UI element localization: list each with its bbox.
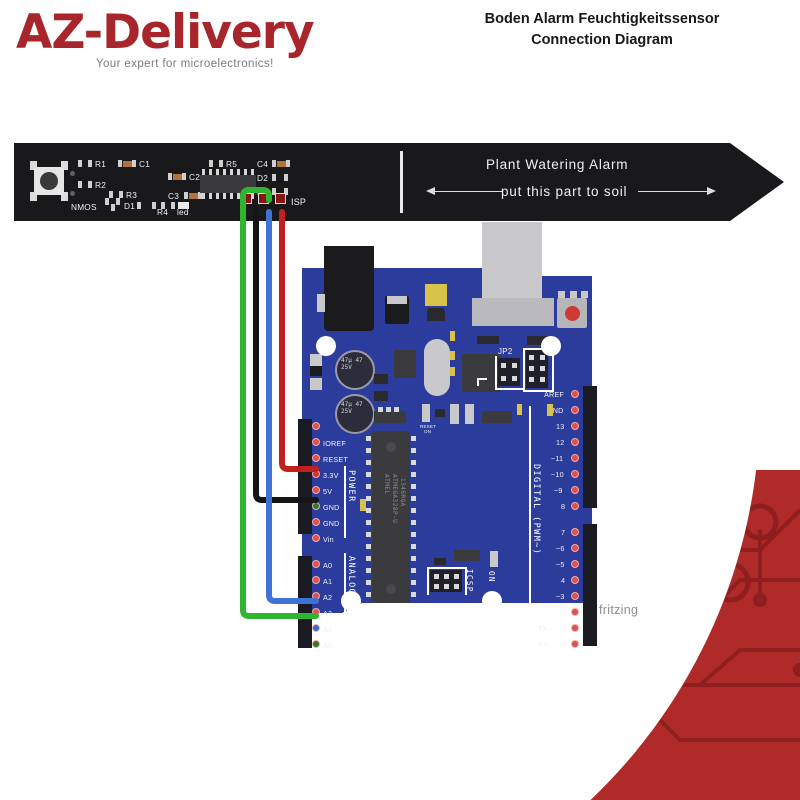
- pin-label-0: 0: [561, 640, 566, 649]
- logo-wordmark: AZ-Delivery: [16, 5, 315, 60]
- usb-interface-chip: [462, 354, 500, 392]
- silk-rx: RX←: [538, 640, 556, 649]
- sensor-label-d2: D2: [257, 173, 269, 183]
- sensor-probe-tip: [730, 143, 784, 221]
- page-title: Boden Alarm Feuchtigkeitssensor Connecti…: [420, 9, 784, 51]
- silk-tx: TX→: [538, 624, 555, 633]
- sensor-label-d1: D1: [124, 201, 136, 211]
- pin-label-10: ~10: [551, 470, 564, 479]
- pin-label-5: ~5: [556, 560, 565, 569]
- pin-label-3v3: 3.3V: [323, 471, 339, 480]
- power-header[interactable]: [298, 419, 312, 534]
- silk-power: POWER: [346, 470, 356, 503]
- sensor-label-c1: C1: [139, 159, 151, 169]
- mcu-text-2: ATMEGA328P-U: [391, 474, 398, 524]
- pin-label-6: ~6: [556, 544, 565, 553]
- mount-hole-br: [482, 591, 502, 611]
- pin-label-gnd1: GND: [323, 503, 340, 512]
- sensor-label-c3: C3: [168, 191, 180, 201]
- pin-label-aref: AREF: [544, 390, 564, 399]
- pin-label-12: 12: [556, 438, 565, 447]
- mount-hole-tr: [541, 336, 561, 356]
- header-bar: AZ-Delivery Your expert for microelectro…: [0, 0, 800, 90]
- silk-analog: ANALOG IN: [346, 556, 356, 615]
- brand-logo: AZ-Delivery Your expert for microelectro…: [16, 8, 346, 72]
- page-title-line2: Connection Diagram: [531, 32, 673, 48]
- cap-text-1: 47µ 47 25V: [341, 357, 363, 371]
- analog-header[interactable]: [298, 556, 312, 648]
- cap-text-2: 47µ 47 25V: [341, 401, 363, 415]
- sensor-label-c4: C4: [257, 159, 269, 169]
- dc-power-jack: [324, 246, 374, 331]
- reset-button[interactable]: [565, 306, 580, 321]
- silk-on-small: ON: [424, 429, 432, 434]
- pin-label-a3: A3: [323, 609, 333, 618]
- soil-moisture-sensor-board: R1 C1 C2 R5 C4 R2 R3 D2 R6 C3 NMOS D1 R4…: [14, 143, 784, 221]
- callout-title: Plant Watering Alarm: [486, 157, 629, 172]
- silk-jp2: JP2: [498, 347, 513, 356]
- arrow-right-icon: [707, 187, 716, 195]
- pin-label-11: ~11: [551, 454, 564, 463]
- pin-label-2: 2: [561, 608, 566, 617]
- pin-label-3: ~3: [556, 592, 565, 601]
- pin-label-gnd-d: GND: [547, 406, 564, 415]
- soic-chip: [394, 350, 416, 378]
- sensor-body: [14, 143, 730, 221]
- sensor-label-c2: C2: [189, 172, 201, 182]
- silk-on: ON: [487, 571, 496, 583]
- arrow-left-icon: [426, 187, 435, 195]
- pin-label-7: 7: [561, 528, 566, 537]
- mount-hole-tl: [316, 336, 336, 356]
- pin-label-5v: 5V: [323, 487, 333, 496]
- logo-tagline: Your expert for microelectronics!: [96, 58, 274, 70]
- usb-base: [472, 298, 554, 326]
- arduino-uno-board: 47µ 47 25V 47µ 47 25V JP2: [298, 222, 612, 650]
- callout-subtitle: put this part to soil: [501, 184, 628, 199]
- callout-arrow-left-line: [432, 191, 502, 193]
- dc-jack-pad: [317, 294, 325, 312]
- sensor-label-r1: R1: [95, 159, 107, 169]
- sensor-label-r3: R3: [126, 190, 138, 200]
- callout-arrow-right-line: [638, 191, 708, 193]
- mcu-text-1: ATMEL: [383, 474, 390, 495]
- sensor-label-r4: R4: [157, 207, 169, 217]
- pin-label-a2: A2: [323, 593, 333, 602]
- pin-label-a0: A0: [323, 561, 333, 570]
- sensor-label-isp: ISP: [291, 197, 307, 207]
- sensor-label-r5: R5: [226, 159, 238, 169]
- pin-label-a5: A5: [323, 641, 333, 650]
- silk-icsp: ICSP: [465, 569, 474, 593]
- pin-label-vin: Vin: [323, 535, 334, 544]
- page-title-line1: Boden Alarm Feuchtigkeitssensor: [484, 11, 720, 27]
- pin-label-1: 1: [561, 624, 566, 633]
- pin-label-a4: A4: [323, 625, 333, 634]
- sensor-ic: [200, 175, 256, 193]
- mount-hole-bl: [341, 591, 361, 611]
- sensor-label-led: led: [177, 207, 189, 217]
- fritzing-watermark: fritzing: [599, 603, 639, 617]
- pin-label-13: 13: [556, 422, 565, 431]
- sensor-label-r2: R2: [95, 180, 107, 190]
- digital-header-top[interactable]: [583, 386, 597, 508]
- capacitor-c1: 47µ 47 25V: [335, 350, 375, 390]
- fuse: [425, 284, 447, 306]
- sensor-tactile-button[interactable]: [30, 159, 68, 203]
- mcu-text-3: 1346RQA: [399, 478, 406, 507]
- pin-label-reset: RESET: [323, 455, 348, 464]
- pin-label-4: 4: [561, 576, 566, 585]
- sensor-section-divider: [400, 151, 403, 213]
- capacitor-c2: 47µ 47 25V: [335, 394, 375, 434]
- pin-label-9: ~9: [554, 486, 563, 495]
- crystal: [424, 339, 450, 396]
- pin-label-ioref: IOREF: [323, 439, 346, 448]
- digital-header-bottom[interactable]: [583, 524, 597, 646]
- silk-digital: DIGITAL (PWM~): [531, 464, 541, 556]
- silk-reset: RESET: [420, 424, 437, 429]
- sensor-label-nmos: NMOS: [71, 202, 97, 212]
- pin-label-8: 8: [561, 502, 566, 511]
- pin-label-a1: A1: [323, 577, 333, 586]
- atmega328p-mcu: [372, 431, 410, 603]
- pin-label-gnd2: GND: [323, 519, 340, 528]
